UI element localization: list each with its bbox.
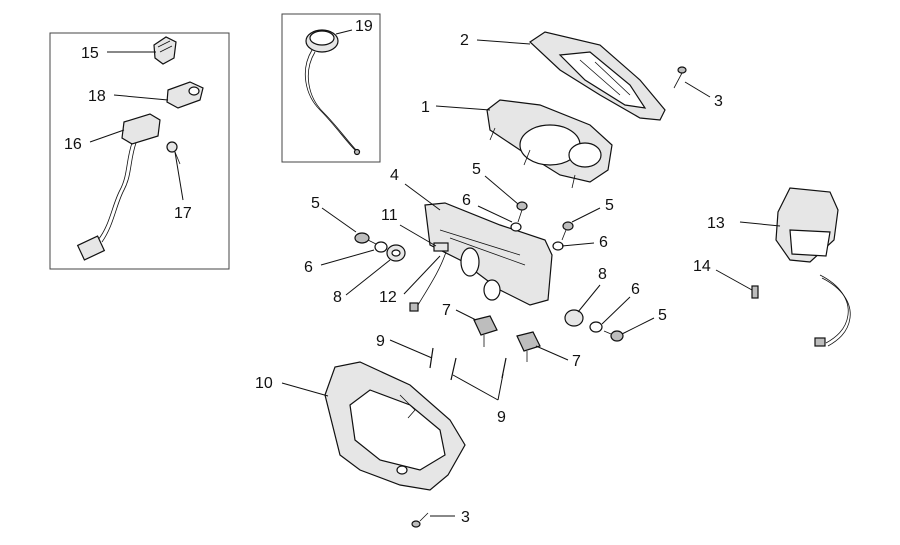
callout-6-lower: 6	[631, 281, 640, 298]
callout-3-bottom: 3	[461, 509, 470, 526]
callout-5-lower: 5	[658, 307, 667, 324]
callout-8-right: 8	[598, 266, 607, 283]
part-screw-5-right	[561, 221, 574, 241]
part-screw-3-top	[673, 66, 687, 89]
callout-5-right: 5	[605, 197, 614, 214]
part-damper-7-right	[516, 331, 541, 362]
callout-11: 11	[381, 207, 398, 224]
part-grommet-8-left	[386, 244, 406, 262]
part-cover	[529, 31, 666, 121]
part-cap-with-wire	[305, 29, 361, 156]
callout-5-mid: 5	[472, 161, 481, 178]
part-connector-wire	[409, 242, 449, 312]
part-clamp	[166, 81, 204, 109]
part-bracket	[424, 202, 553, 306]
part-screw-5-left	[354, 232, 377, 245]
callout-9-left: 9	[376, 333, 385, 350]
part-damper-7-left	[473, 315, 498, 347]
callout-labels: 1 2 3 3 4 5 5 5 5 6 6 6 6 7 7 8 8 9 9 10…	[64, 18, 725, 526]
part-sensor-cable	[76, 113, 161, 261]
callout-10: 10	[255, 375, 273, 392]
part-instrument-panel	[486, 99, 613, 189]
callout-2: 2	[460, 32, 469, 49]
part-clip	[153, 36, 177, 65]
callout-19: 19	[355, 18, 373, 35]
group-box-left	[49, 32, 230, 270]
callout-7-left: 7	[442, 302, 451, 319]
part-screw-5-lower	[603, 330, 624, 342]
callout-12: 12	[379, 289, 397, 306]
part-washer-6-right	[552, 241, 564, 251]
part-washer-6-mid	[510, 222, 522, 232]
callout-16: 16	[64, 136, 82, 153]
callout-6-left: 6	[304, 259, 313, 276]
part-screw-9-b	[450, 357, 457, 381]
callout-9-bottom: 9	[497, 409, 506, 426]
callout-4: 4	[390, 167, 399, 184]
callout-8-left: 8	[333, 289, 342, 306]
callout-7-right: 7	[572, 353, 581, 370]
callout-3-top: 3	[714, 93, 723, 110]
callout-1: 1	[421, 99, 430, 116]
callout-5-left: 5	[311, 195, 320, 212]
part-washer-6-lower	[589, 321, 603, 333]
part-switch-unit	[775, 187, 851, 347]
callout-6-mid: 6	[462, 192, 471, 209]
callout-17: 17	[174, 205, 192, 222]
part-lower-cover	[324, 361, 466, 491]
part-screw-5-mid	[516, 201, 528, 223]
callout-15: 15	[81, 45, 99, 62]
callout-6-right: 6	[599, 234, 608, 251]
part-grommet-8-right	[564, 309, 584, 327]
callout-18: 18	[88, 88, 106, 105]
callout-14: 14	[693, 258, 711, 275]
leader-lines	[89, 29, 781, 517]
callout-13: 13	[707, 215, 725, 232]
part-washer-6-left	[374, 241, 388, 253]
part-screw-14	[751, 285, 759, 299]
part-screw-3-bottom	[411, 512, 429, 528]
